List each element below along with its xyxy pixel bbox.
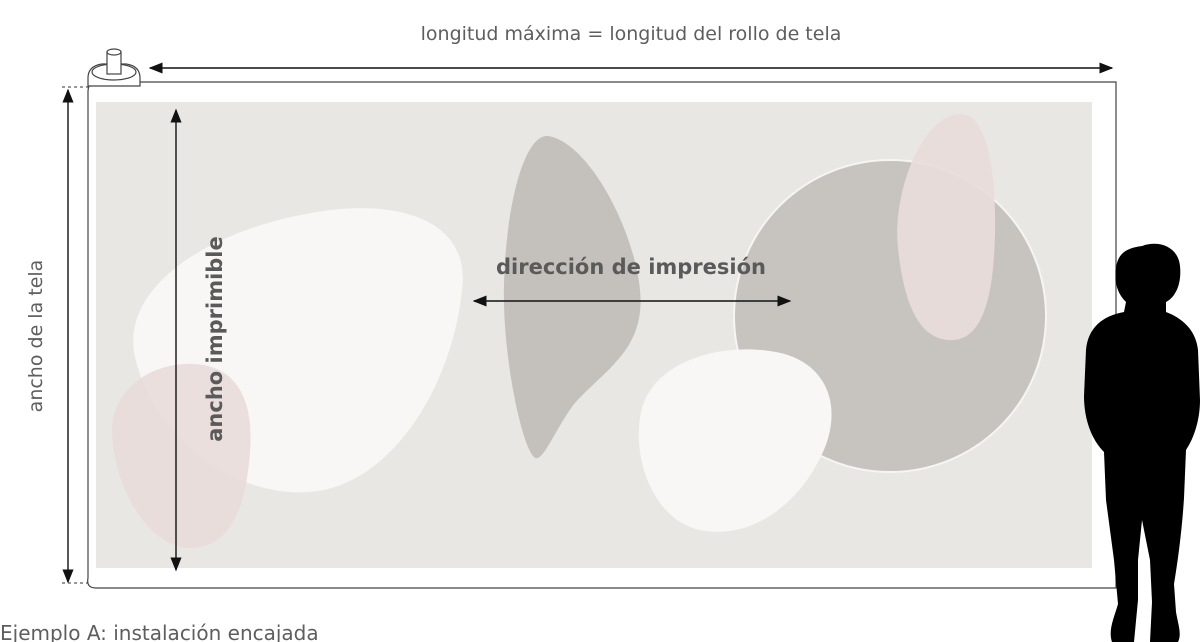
small-white-blob [638, 349, 832, 532]
right-pink-blob [897, 113, 996, 341]
max-length-label: longitud máxima = longitud del rollo de … [421, 23, 842, 45]
person-silhouette-icon [1084, 243, 1200, 642]
caption: Ejemplo A: instalación encajada [0, 621, 319, 642]
roll-cylinder-icon [87, 48, 141, 87]
pattern-shapes [112, 113, 1047, 548]
fabric-width-label: ancho de la tela [25, 260, 47, 413]
printable-width-label: ancho imprimible [203, 236, 227, 441]
print-direction-label: dirección de impresión [496, 255, 766, 279]
